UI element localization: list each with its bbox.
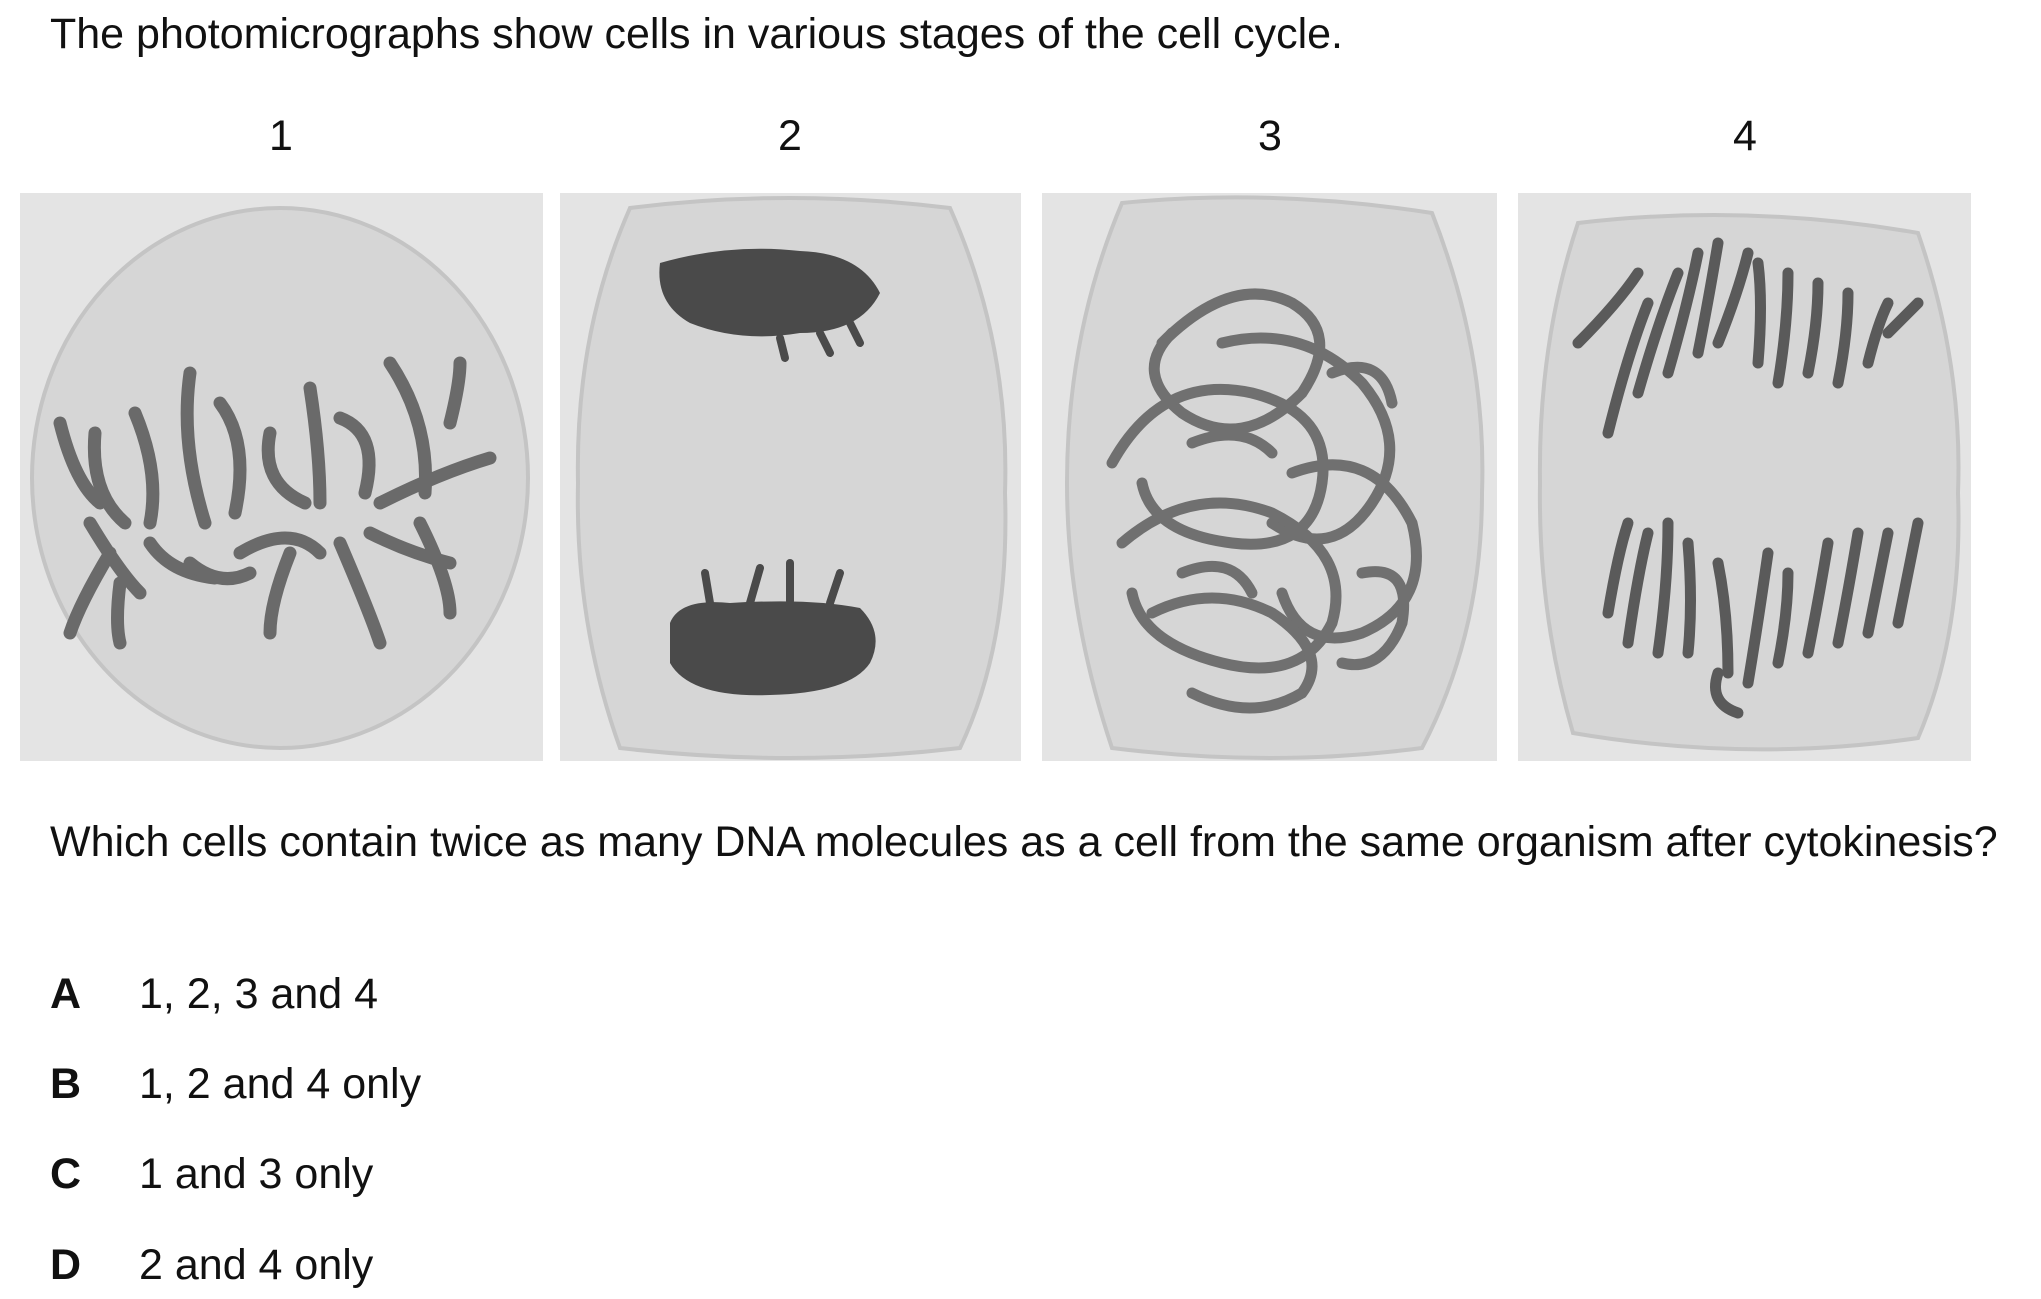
cell-image-4 <box>1537 213 1961 752</box>
photomicrograph-3 <box>1042 193 1497 761</box>
panel-label-1: 1 <box>269 112 293 160</box>
cell-image-2 <box>575 196 1008 760</box>
photomicrograph-4 <box>1518 193 1971 761</box>
option-c[interactable]: C 1 and 3 only <box>50 1146 373 1202</box>
option-d[interactable]: D 2 and 4 only <box>50 1237 373 1293</box>
cell-image-1 <box>30 206 530 750</box>
option-letter: A <box>50 970 82 1018</box>
option-letter: B <box>50 1060 82 1108</box>
cell-image-3 <box>1064 195 1485 760</box>
panel-label-2: 2 <box>778 112 802 160</box>
panel-label-4: 4 <box>1733 112 1757 160</box>
option-b[interactable]: B 1, 2 and 4 only <box>50 1056 421 1112</box>
panel-label-3: 3 <box>1258 112 1282 160</box>
photomicrograph-1 <box>20 193 543 761</box>
intro-text: The photomicrographs show cells in vario… <box>50 10 1344 58</box>
option-text: 1 and 3 only <box>139 1150 374 1198</box>
option-text: 1, 2 and 4 only <box>139 1060 422 1108</box>
question-text: Which cells contain twice as many DNA mo… <box>50 818 1998 866</box>
option-letter: C <box>50 1150 82 1198</box>
option-text: 2 and 4 only <box>139 1241 374 1289</box>
option-text: 1, 2, 3 and 4 <box>139 970 379 1018</box>
photomicrograph-2 <box>560 193 1021 761</box>
option-a[interactable]: A 1, 2, 3 and 4 <box>50 966 378 1022</box>
option-letter: D <box>50 1241 82 1289</box>
